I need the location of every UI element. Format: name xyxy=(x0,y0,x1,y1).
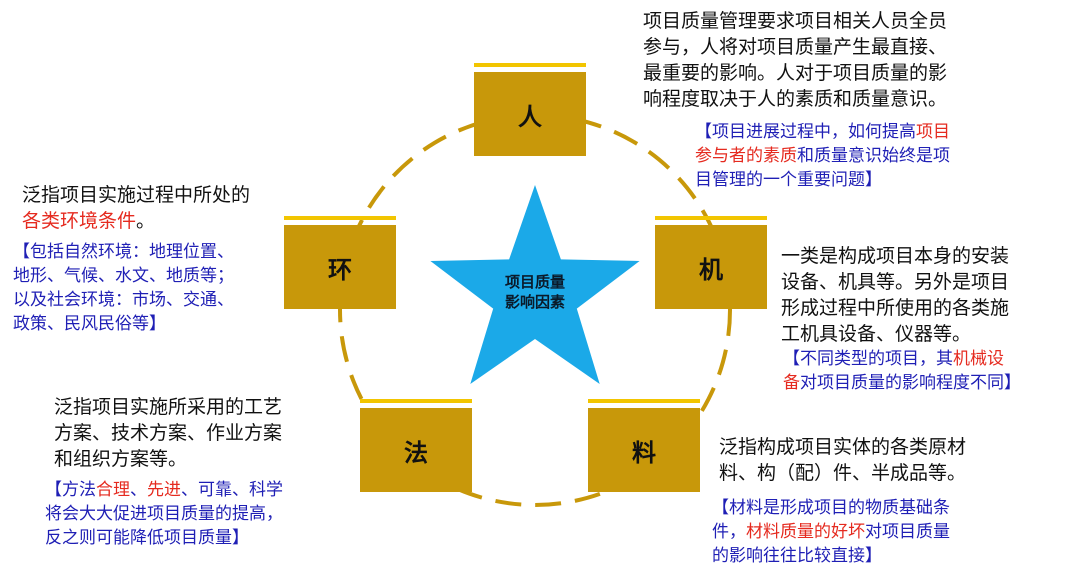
factor-box-environment: 环 xyxy=(284,216,396,309)
factor-box-material: 料 xyxy=(588,399,700,492)
person-description: 项目质量管理要求项目相关人员全员 参与，人将对项目质量产生最直接、 最重要的影响… xyxy=(643,10,948,110)
center-star xyxy=(430,185,640,384)
factor-box-method: 法 xyxy=(360,399,472,492)
machine-description: 一类是构成项目本身的安装 设备、机具等。另外是项目 形成过程中所使用的各类施 工… xyxy=(781,245,1010,345)
factor-box-machine: 机 xyxy=(655,216,767,309)
center-label: 项目质量 影响因素 xyxy=(504,273,565,311)
dashed-circle xyxy=(338,113,732,507)
material-description: 泛指构成项目实体的各类原材 料、构（配）件、半成品等。 xyxy=(719,436,967,484)
method-description: 泛指项目实施所采用的工艺 方案、技术方案、作业方案 和组织方案等。 xyxy=(54,396,283,470)
material-note: 【材料是形成项目的物质基础条 件，材料质量的好坏对项目质量 的影响往往比较直接】 xyxy=(712,498,950,566)
person-note: 【项目进展过程中，如何提高项目 参与者的素质和质量意识始终是项 目管理的一个重要… xyxy=(695,122,950,190)
method-note: 【方法合理、先进、可靠、科学 将会大大促进项目质量的提高， 反之则可能降低项目质… xyxy=(45,480,283,548)
machine-note: 【不同类型的项目，其机械设 备对项目质量的影响程度不同】 xyxy=(783,349,1021,393)
environment-note: 【包括自然环境：地理位置、 地形、气候、水文、地质等； 以及社会环境：市场、交通… xyxy=(13,242,234,334)
environment-description: 泛指项目实施过程中所处的 各类环境条件。 xyxy=(22,184,251,232)
factor-box-person: 人 xyxy=(474,63,586,156)
